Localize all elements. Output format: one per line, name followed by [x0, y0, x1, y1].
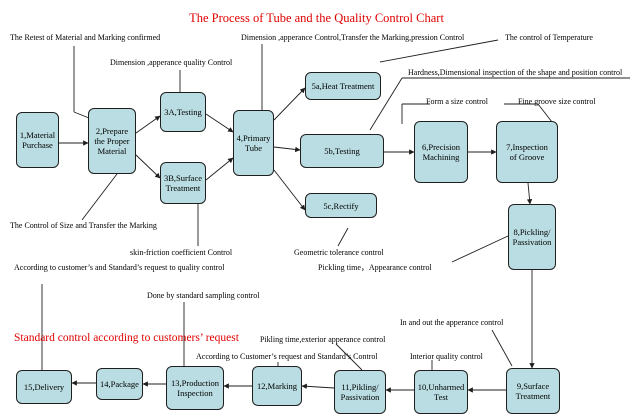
- node-precision-machining[interactable]: 6,Precision Machining: [414, 121, 468, 183]
- node-5b-testing[interactable]: 5b,Testing: [300, 134, 384, 168]
- label-temperature: The control of Temperature: [505, 33, 593, 42]
- leader-control-size: [81, 169, 121, 221]
- leader-geo: [337, 227, 349, 247]
- leader-pikling: [335, 343, 363, 371]
- node-pikling-passivation-11[interactable]: 11,Pikling/ Passivation: [334, 370, 386, 414]
- node-marking[interactable]: 12,Marking: [252, 366, 302, 406]
- label-skin-friction: skin-friction coefficient Control: [130, 248, 233, 257]
- label-sampling: Done by standard sampling control: [147, 291, 260, 300]
- arrow-4-5c: [273, 169, 306, 211]
- node-5c-rectify[interactable]: 5c,Rectify: [305, 193, 377, 218]
- standard-control-note: Standard control according to customers’…: [14, 332, 239, 344]
- leader-pickling-time: [451, 235, 509, 263]
- node-package[interactable]: 14,Package: [96, 368, 143, 400]
- arrow-7-8: [526, 182, 533, 205]
- label-pikling-time: Pikling time,exterior apperance control: [260, 335, 386, 344]
- node-production-inspection[interactable]: 13,Production Inspection: [166, 366, 224, 410]
- label-interior-quality: Interior quality control: [410, 352, 483, 361]
- node-delivery[interactable]: 15,Delivery: [16, 370, 72, 404]
- arrow-4-5b: [273, 146, 301, 153]
- label-retest: The Retest of Material and Marking confi…: [10, 33, 161, 42]
- arrow-4-5a: [273, 87, 306, 121]
- arrow-2-3b: [135, 154, 161, 179]
- label-geometric: Geometric tolerance control: [294, 248, 384, 257]
- leader-hardness: [369, 77, 403, 131]
- label-groove-size: Fine groove size control: [518, 97, 596, 106]
- label-pickling-time: Pickling time，Appearance control: [318, 263, 432, 272]
- label-in-out: In and out the apperance control: [400, 318, 504, 327]
- node-unharmed-test[interactable]: 10,Unharmed Test: [414, 370, 468, 414]
- leader-inout: [491, 329, 513, 367]
- node-3a-testing[interactable]: 3A,Testing: [160, 92, 206, 132]
- node-primary-tube[interactable]: 4,Primary Tube: [233, 110, 274, 176]
- node-prepare-material[interactable]: 2,Prepare the Proper Material: [88, 108, 136, 174]
- node-surface-treatment-9[interactable]: 9,Surface Treatment: [506, 368, 560, 414]
- node-5a-heat-treatment[interactable]: 5a,Heat Treatment: [305, 72, 381, 100]
- node-inspection-groove[interactable]: 7,Inspection of Groove: [496, 121, 558, 183]
- leader-temp: [379, 39, 499, 63]
- leader-groove-2: [537, 103, 553, 123]
- label-dimension-top: Dimension ,apperance Control,Transfer th…: [241, 33, 465, 42]
- label-control-size: The Control of Size and Transfer the Mar…: [10, 221, 157, 230]
- label-customer-standard: According to customer’s and Standard’s r…: [14, 263, 225, 272]
- label-form-size: Form a size control: [426, 97, 488, 106]
- arrow-3b-4: [205, 157, 234, 181]
- label-according-customer: According to Customer’s request and Stan…: [196, 352, 378, 361]
- node-material-purchase[interactable]: 1,Material Purchase: [16, 112, 59, 168]
- arrow-2-3a: [135, 115, 161, 134]
- page-title: The Process of Tube and the Quality Cont…: [189, 11, 444, 25]
- arrow-3a-4: [205, 113, 234, 133]
- label-dimension-appearance: Dimension ,apperance quality Control: [110, 58, 233, 67]
- arrow-11-12: [301, 383, 335, 389]
- label-hardness: Hardness,Dimensional inspection of the s…: [408, 68, 623, 77]
- node-3b-surface-treatment[interactable]: 3B,Surface Treatment: [160, 162, 206, 204]
- node-pickling-passivation[interactable]: 8,Pickling/ Passivation: [508, 204, 556, 270]
